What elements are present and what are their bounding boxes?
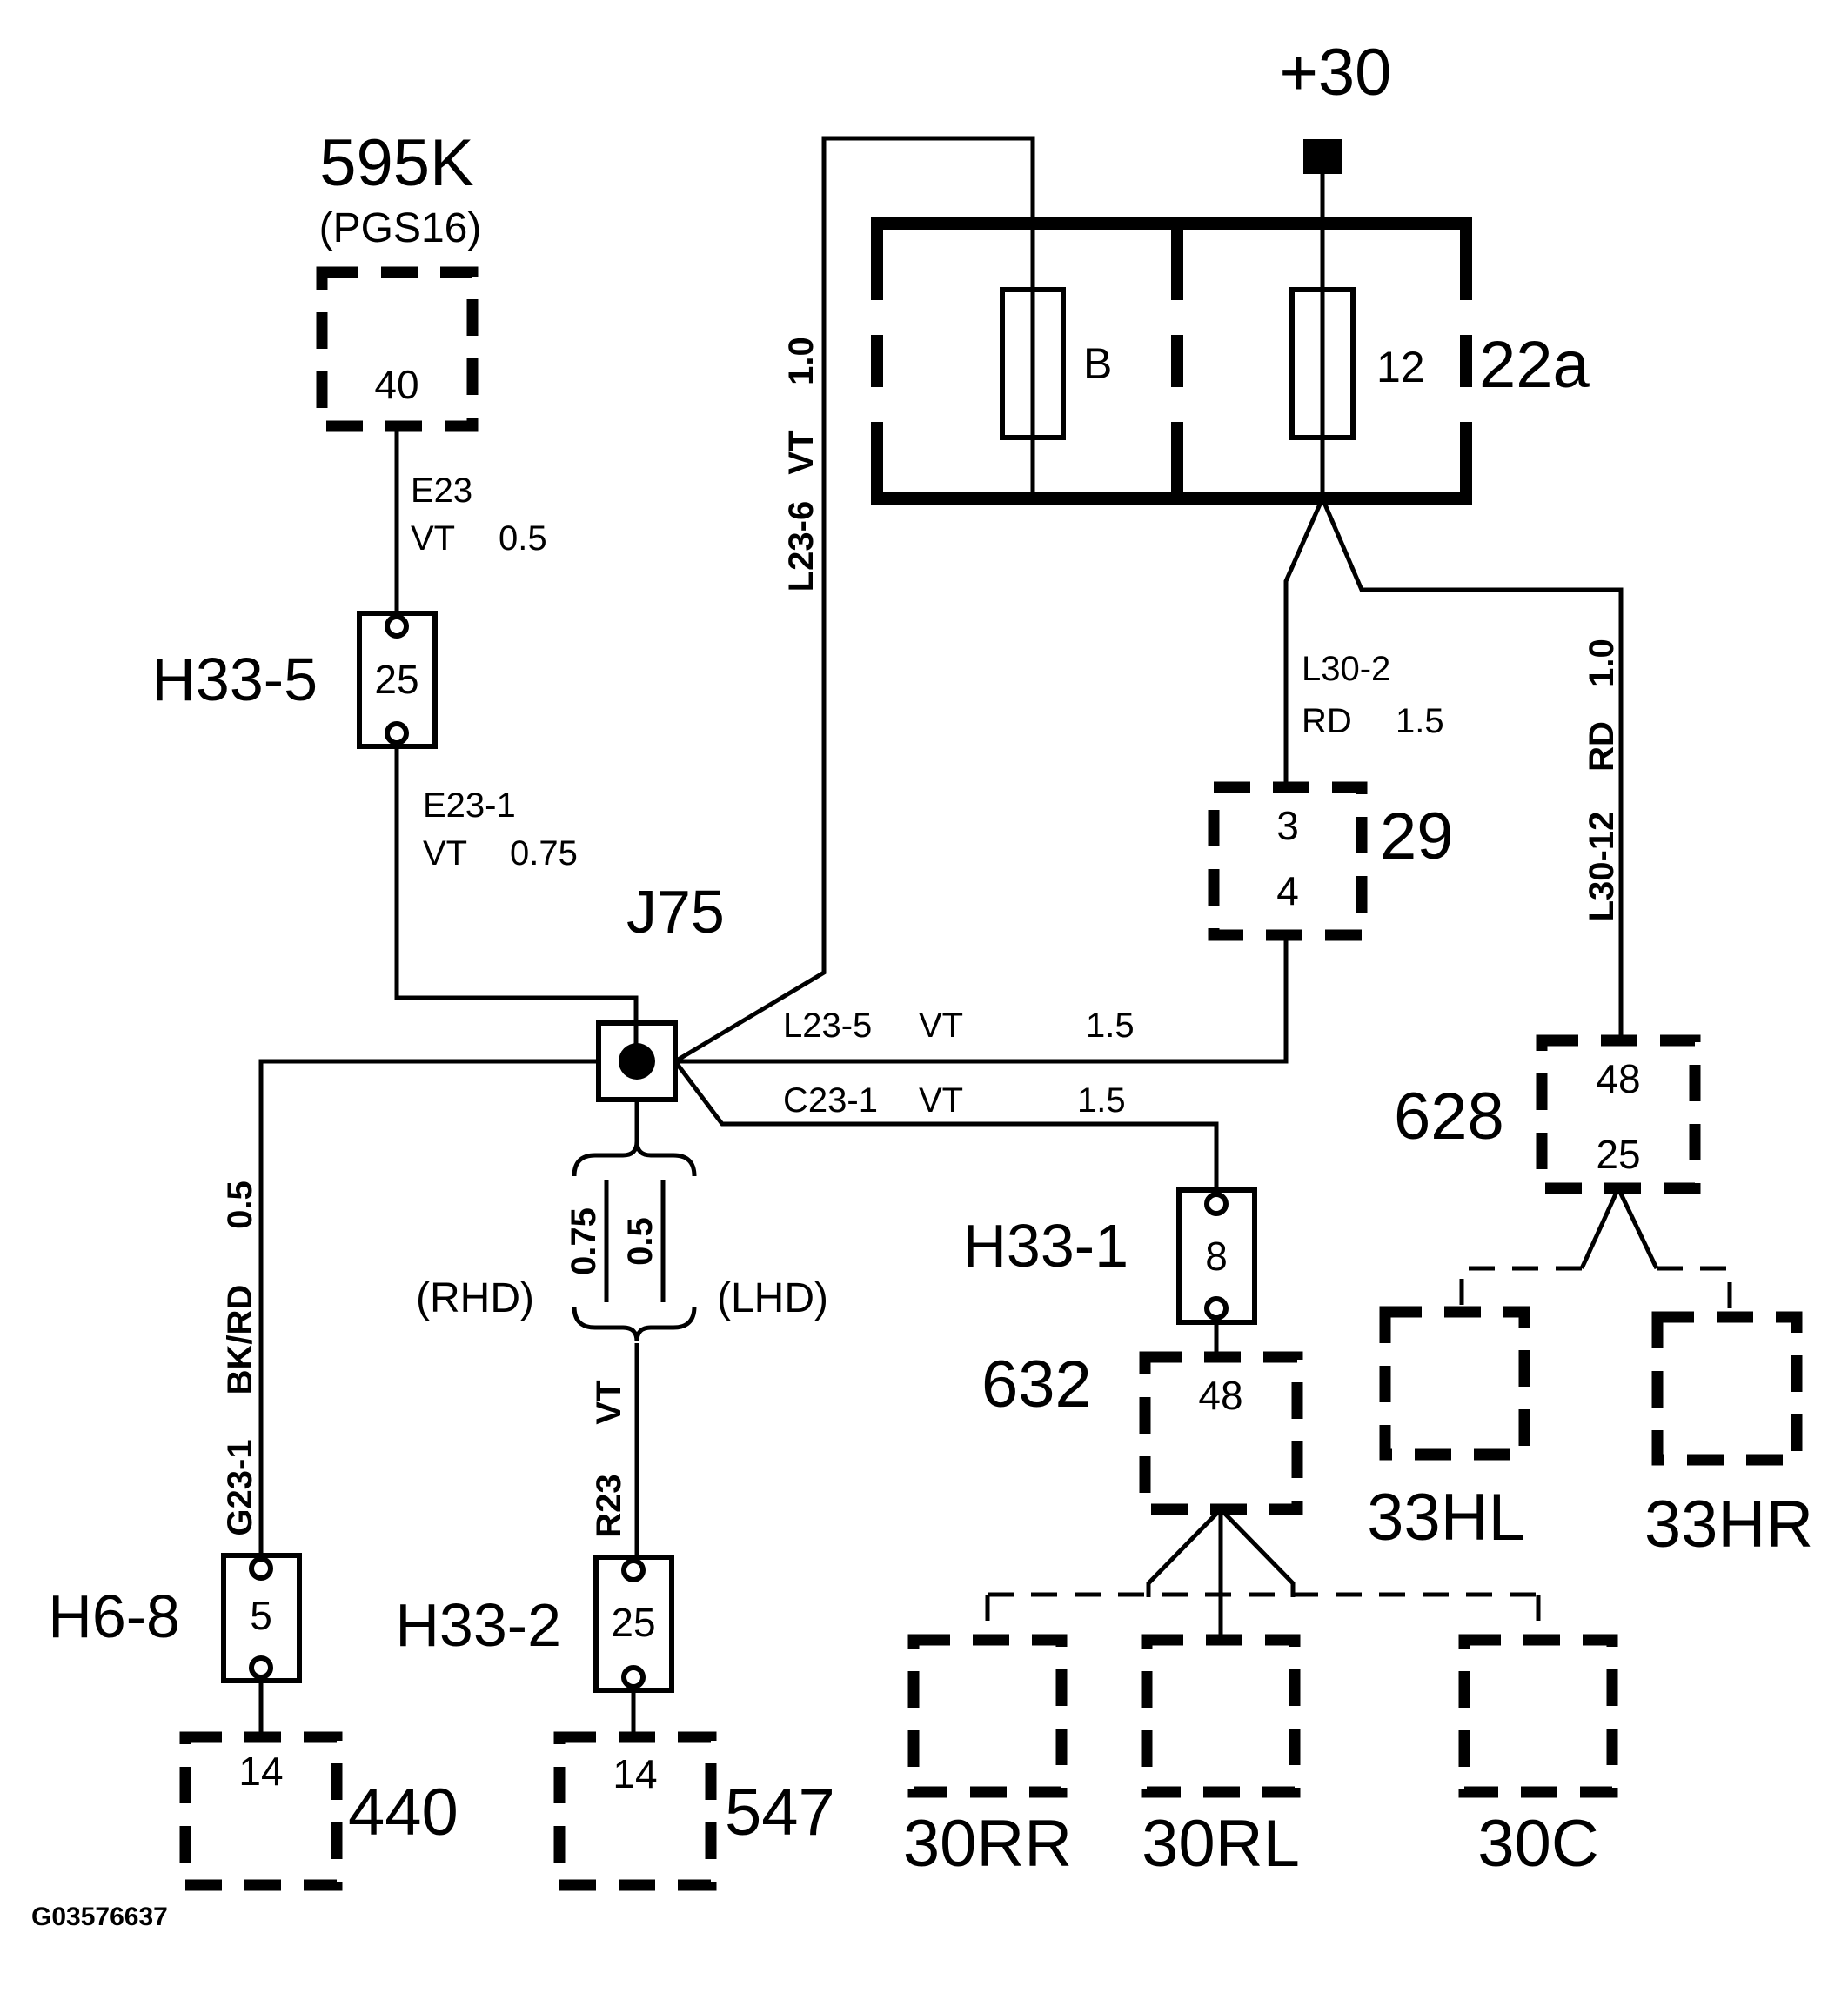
connector-595k-title: 595K: [319, 126, 474, 200]
inline-connector-symbols: [221, 611, 1257, 1693]
power-plus30-label: +30: [1279, 36, 1392, 110]
wire-632-right-leg: [1219, 1508, 1296, 1597]
wire-e23-1-gauge: 0.75: [510, 834, 578, 873]
wire-l23-5-code: L23-5: [783, 1007, 873, 1045]
inline-h6-8-title: H6-8: [48, 1582, 180, 1650]
plus30-terminal: [1303, 139, 1342, 174]
fuse-b-label: B: [1083, 339, 1113, 388]
connector-box-33hr: [1651, 1311, 1803, 1466]
wire-e23-1-color: VT: [423, 834, 468, 873]
wire-r23-code: R23: [590, 1474, 628, 1538]
variant-lhd-label: (LHD): [717, 1275, 828, 1321]
inline-h33-5-title: H33-5: [151, 645, 318, 713]
connector-547-title: 547: [725, 1776, 835, 1849]
wire-runs: [258, 136, 1659, 1737]
connector-29-pin-bottom: 4: [1276, 868, 1299, 913]
wire-g23-1-run: [258, 1059, 599, 1555]
connector-628-pin-top: 48: [1596, 1056, 1641, 1101]
wire-c23-1-color: VT: [919, 1081, 964, 1120]
connector-547-pin: 14: [613, 1751, 658, 1796]
wire-l30-2-color: RD: [1302, 702, 1352, 740]
inline-h33-2-title: H33-2: [395, 1591, 561, 1659]
wire-l30-12-run: [1320, 498, 1624, 1040]
wire-e23-color: VT: [411, 519, 456, 558]
inline-h33-5-pin-top: [385, 614, 409, 639]
inline-h6-8-pin: 5: [250, 1593, 272, 1638]
dashed-wire-to-33hl: [1459, 1266, 1582, 1312]
connector-box-30rr: [907, 1634, 1068, 1798]
wire-e23-1-run: [394, 746, 639, 1061]
wire-l30-2-gauge: 1.5: [1396, 702, 1444, 740]
j75-splice-box: [596, 1020, 678, 1102]
fuse-box-22a-title: 22a: [1479, 328, 1590, 402]
inline-h33-2-pin-bottom: [621, 1665, 646, 1689]
fuse-box-22a: [871, 217, 1472, 505]
connector-30rl-title: 30RL: [1142, 1807, 1300, 1881]
wire-628-right-leg: [1616, 1187, 1659, 1270]
fuse-12-label: 12: [1376, 343, 1425, 391]
wire-g23-1-code: G23-1: [221, 1439, 259, 1536]
connector-595k-pin: 40: [374, 362, 419, 407]
wire-l30-2-run: [1283, 497, 1325, 787]
connector-29-title: 29: [1380, 799, 1454, 873]
connector-box-30c: [1458, 1634, 1618, 1798]
wire-e23-code: E23: [411, 471, 473, 510]
connector-632-title: 632: [981, 1348, 1092, 1421]
inline-h6-8-pin-top: [249, 1556, 273, 1581]
connector-595k-subtitle: (PGS16): [318, 205, 482, 251]
inline-h33-2-pin: 25: [611, 1600, 656, 1645]
wire-c23-1-gauge: 1.5: [1077, 1081, 1126, 1120]
brace-upper: [572, 1140, 697, 1177]
inline-h33-2-pin-top: [621, 1558, 646, 1582]
inline-h6-8-pin-bottom: [249, 1655, 273, 1680]
connector-box-33hl: [1379, 1306, 1530, 1461]
wire-l30-12-code: L30-12: [1583, 811, 1621, 922]
j75-splice-dot: [619, 1043, 655, 1080]
inline-h33-1-body: [1176, 1187, 1257, 1325]
inline-h33-5-body: [357, 611, 438, 749]
connector-628-title: 628: [1394, 1080, 1504, 1154]
wire-l30-2-code: L30-2: [1302, 650, 1391, 688]
connector-440-title: 440: [348, 1776, 459, 1849]
wire-c23-1-code: C23-1: [783, 1081, 878, 1120]
inline-h33-2-body: [593, 1555, 674, 1693]
inline-h33-5-pin-bottom: [385, 721, 409, 746]
inline-h33-1-pin: 8: [1205, 1234, 1228, 1279]
inline-h33-1-title: H33-1: [962, 1212, 1128, 1280]
connector-33hr-title: 33HR: [1644, 1488, 1814, 1562]
wire-632-left-leg: [1146, 1508, 1222, 1597]
j75-splice-title: J75: [626, 878, 725, 946]
connector-box-30rl: [1141, 1634, 1301, 1798]
wire-c23-1-run: [673, 1060, 1219, 1190]
inline-h33-1-pin-bottom: [1204, 1296, 1229, 1321]
wire-e23-gauge: 0.5: [499, 519, 547, 558]
wire-628-left-leg: [1579, 1187, 1621, 1270]
connector-30c-title: 30C: [1477, 1807, 1599, 1881]
diagram-id: G03576637: [31, 1903, 168, 1931]
wire-l23-5-gauge: 1.5: [1086, 1007, 1135, 1045]
wire-e23-1-code: E23-1: [423, 786, 516, 825]
connector-29-pin-top: 3: [1276, 803, 1299, 848]
wire-l23-5-run: [675, 935, 1289, 1064]
inline-h33-5-pin: 25: [374, 657, 419, 702]
inline-h33-1-pin-top: [1204, 1192, 1229, 1216]
connector-628-pin-bottom: 25: [1596, 1132, 1641, 1177]
wire-l23-6-run: [673, 136, 1035, 1064]
connector-632-pin-top: 48: [1198, 1373, 1243, 1418]
dashed-wire-to-33hr: [1657, 1266, 1732, 1317]
connector-30rr-title: 30RR: [902, 1807, 1073, 1881]
wire-l23-6-code: L23-6: [782, 500, 820, 592]
inline-h6-8-body: [221, 1553, 302, 1683]
connector-33hl-title: 33HL: [1367, 1481, 1525, 1555]
dashed-wire-runs: [985, 1266, 1732, 1640]
variant-rhd-label: (RHD): [416, 1275, 534, 1321]
wire-l23-5-color: VT: [919, 1007, 964, 1045]
brace-lower: [572, 1306, 697, 1342]
connector-440-pin: 14: [238, 1749, 284, 1794]
